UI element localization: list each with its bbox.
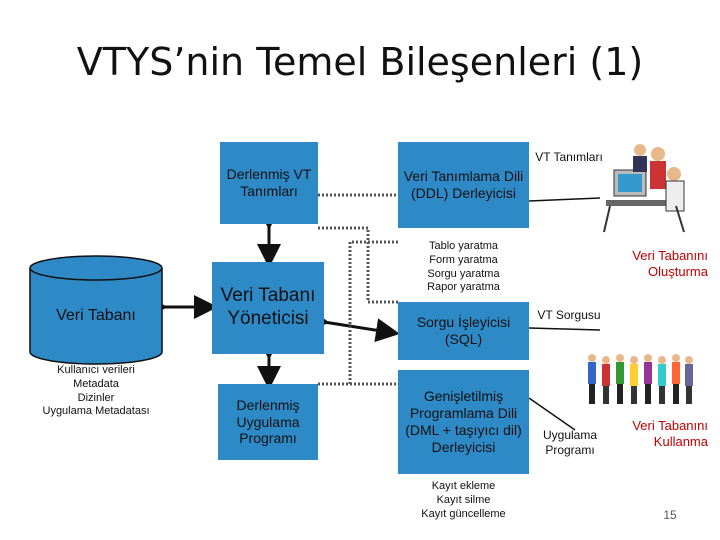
compiled-definitions-box[interactable]: Derlenmiş VT Tanımları [220,142,318,224]
vt-definitions-label: VT Tanımları [535,150,603,164]
vt-query-label: VT Sorgusu [537,308,601,322]
db-usage-label: Veri Tabanını Kullanma [632,418,708,450]
query-processor-box[interactable]: Sorgu İşleyicisi (SQL) [398,302,529,360]
dotted-defs-query [318,226,398,304]
database-content-item: Metadata [73,377,119,390]
db-creation-label: Veri Tabanını Oluşturma [632,248,708,280]
query-task-item: Sorgu yaratma [427,267,500,280]
record-task-item: Kayıt güncelleme [421,507,506,520]
query-task-item: Rapor yaratma [427,281,500,294]
query-task-list: Tablo yaratma Form yaratma Sorgu yaratma… [398,240,529,295]
database-manager-box[interactable]: Veri Tabanı Yöneticisi [212,262,324,354]
query-task-item: Form yaratma [429,253,498,266]
record-task-item: Kayıt silme [436,493,491,506]
dml-compiler-box[interactable]: Genişletilmiş Programlama Dili (DML + ta… [398,370,529,474]
database-content-item: Kullanıcı verileri [57,364,135,376]
dotted-app-ddl [318,240,398,386]
compiled-application-box[interactable]: Derlenmiş Uygulama Programı [218,384,318,460]
office-workers-icon [603,144,685,233]
line-query-vt [528,327,601,331]
record-task-list: Kayıt ekleme Kayıt silme Kayıt güncellem… [398,480,529,521]
database-content-item: Dizinler [77,391,115,404]
line-dml-app [528,397,576,431]
people-group-icon [588,354,693,404]
database-content-item: Uygulama Metadatası [42,405,150,418]
arrow-manager-query [304,307,400,343]
page-number: 15 [663,508,677,522]
database-contents: Kullanıcı verileri Metadata Dizinler Uyg… [24,364,168,419]
database-label: Veri Tabanı [56,307,136,324]
application-program-label: Uygulama Programı [542,428,598,457]
line-ddl-vt [528,197,601,202]
ddl-compiler-box[interactable]: Veri Tanımlama Dili (DDL) Derleyicisi [398,142,529,228]
query-task-item: Tablo yaratma [428,240,499,252]
slide-title: VTYS’nin Temel Bileşenleri (1) [76,40,644,84]
record-task-item: Kayıt ekleme [431,480,496,492]
